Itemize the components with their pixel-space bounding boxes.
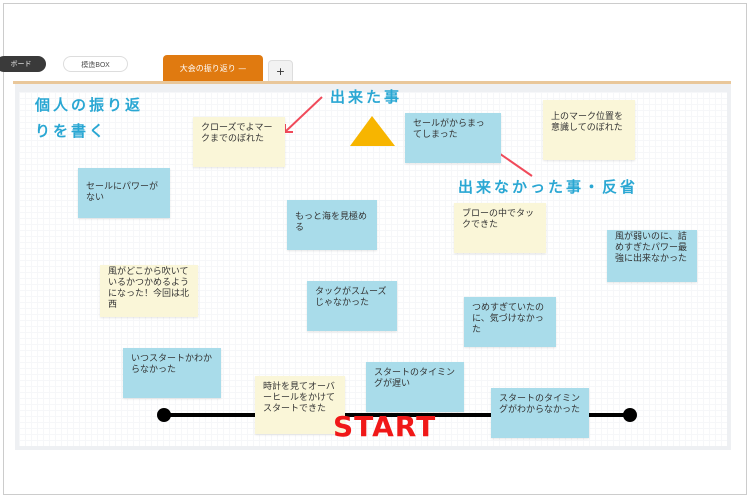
screenshot-frame (3, 3, 747, 495)
timeline-line (163, 413, 630, 417)
sticky-note[interactable]: クローズでよマークまでのぼれた (193, 117, 285, 167)
start-label: START (333, 410, 437, 443)
sticky-note[interactable]: つめすぎていたのに、気づけなかった (464, 297, 556, 347)
sticky-note[interactable]: スタートのタイミングが遅い (366, 362, 464, 412)
tab-retrospective[interactable]: 大会の振り返り — (163, 55, 263, 82)
tab-underline (13, 81, 731, 84)
sticky-note[interactable]: ブローの中でタックできた (454, 203, 546, 253)
timeline-start-dot (157, 408, 171, 422)
sticky-note[interactable]: スタートのタイミングがわからなかった (491, 388, 589, 438)
sticky-note[interactable]: 時計を見てオーバーヒールをかけてスタートできた (255, 376, 345, 434)
box-button[interactable]: 模造BOX (63, 56, 128, 72)
timeline-end-dot (623, 408, 637, 422)
board-button[interactable]: ボード (0, 56, 46, 72)
annotation-personal: 個人の振り返りを書く (35, 96, 144, 140)
sticky-note[interactable]: セールがからまってしまった (405, 113, 501, 163)
sticky-note[interactable]: いつスタートかわからなかった (123, 348, 221, 398)
triangle-shape (350, 116, 395, 146)
sticky-note[interactable]: もっと海を見極める (287, 200, 377, 250)
annotation-not-done: 出来なかった事・反省 (458, 178, 639, 196)
sticky-note[interactable]: 風が弱いのに、詰めすぎたパワー最強に出来なかった (607, 230, 697, 282)
annotation-done: 出来た事 (330, 88, 403, 106)
sticky-note[interactable]: タックがスムーズじゃなかった (307, 281, 397, 331)
sticky-note[interactable]: 上のマーク位置を意識してのぼれた (543, 100, 635, 160)
sticky-note[interactable]: 風がどこから吹いているかつかめるようになった！今回は北西 (100, 265, 198, 317)
sticky-note[interactable]: セールにパワーがない (78, 168, 170, 218)
